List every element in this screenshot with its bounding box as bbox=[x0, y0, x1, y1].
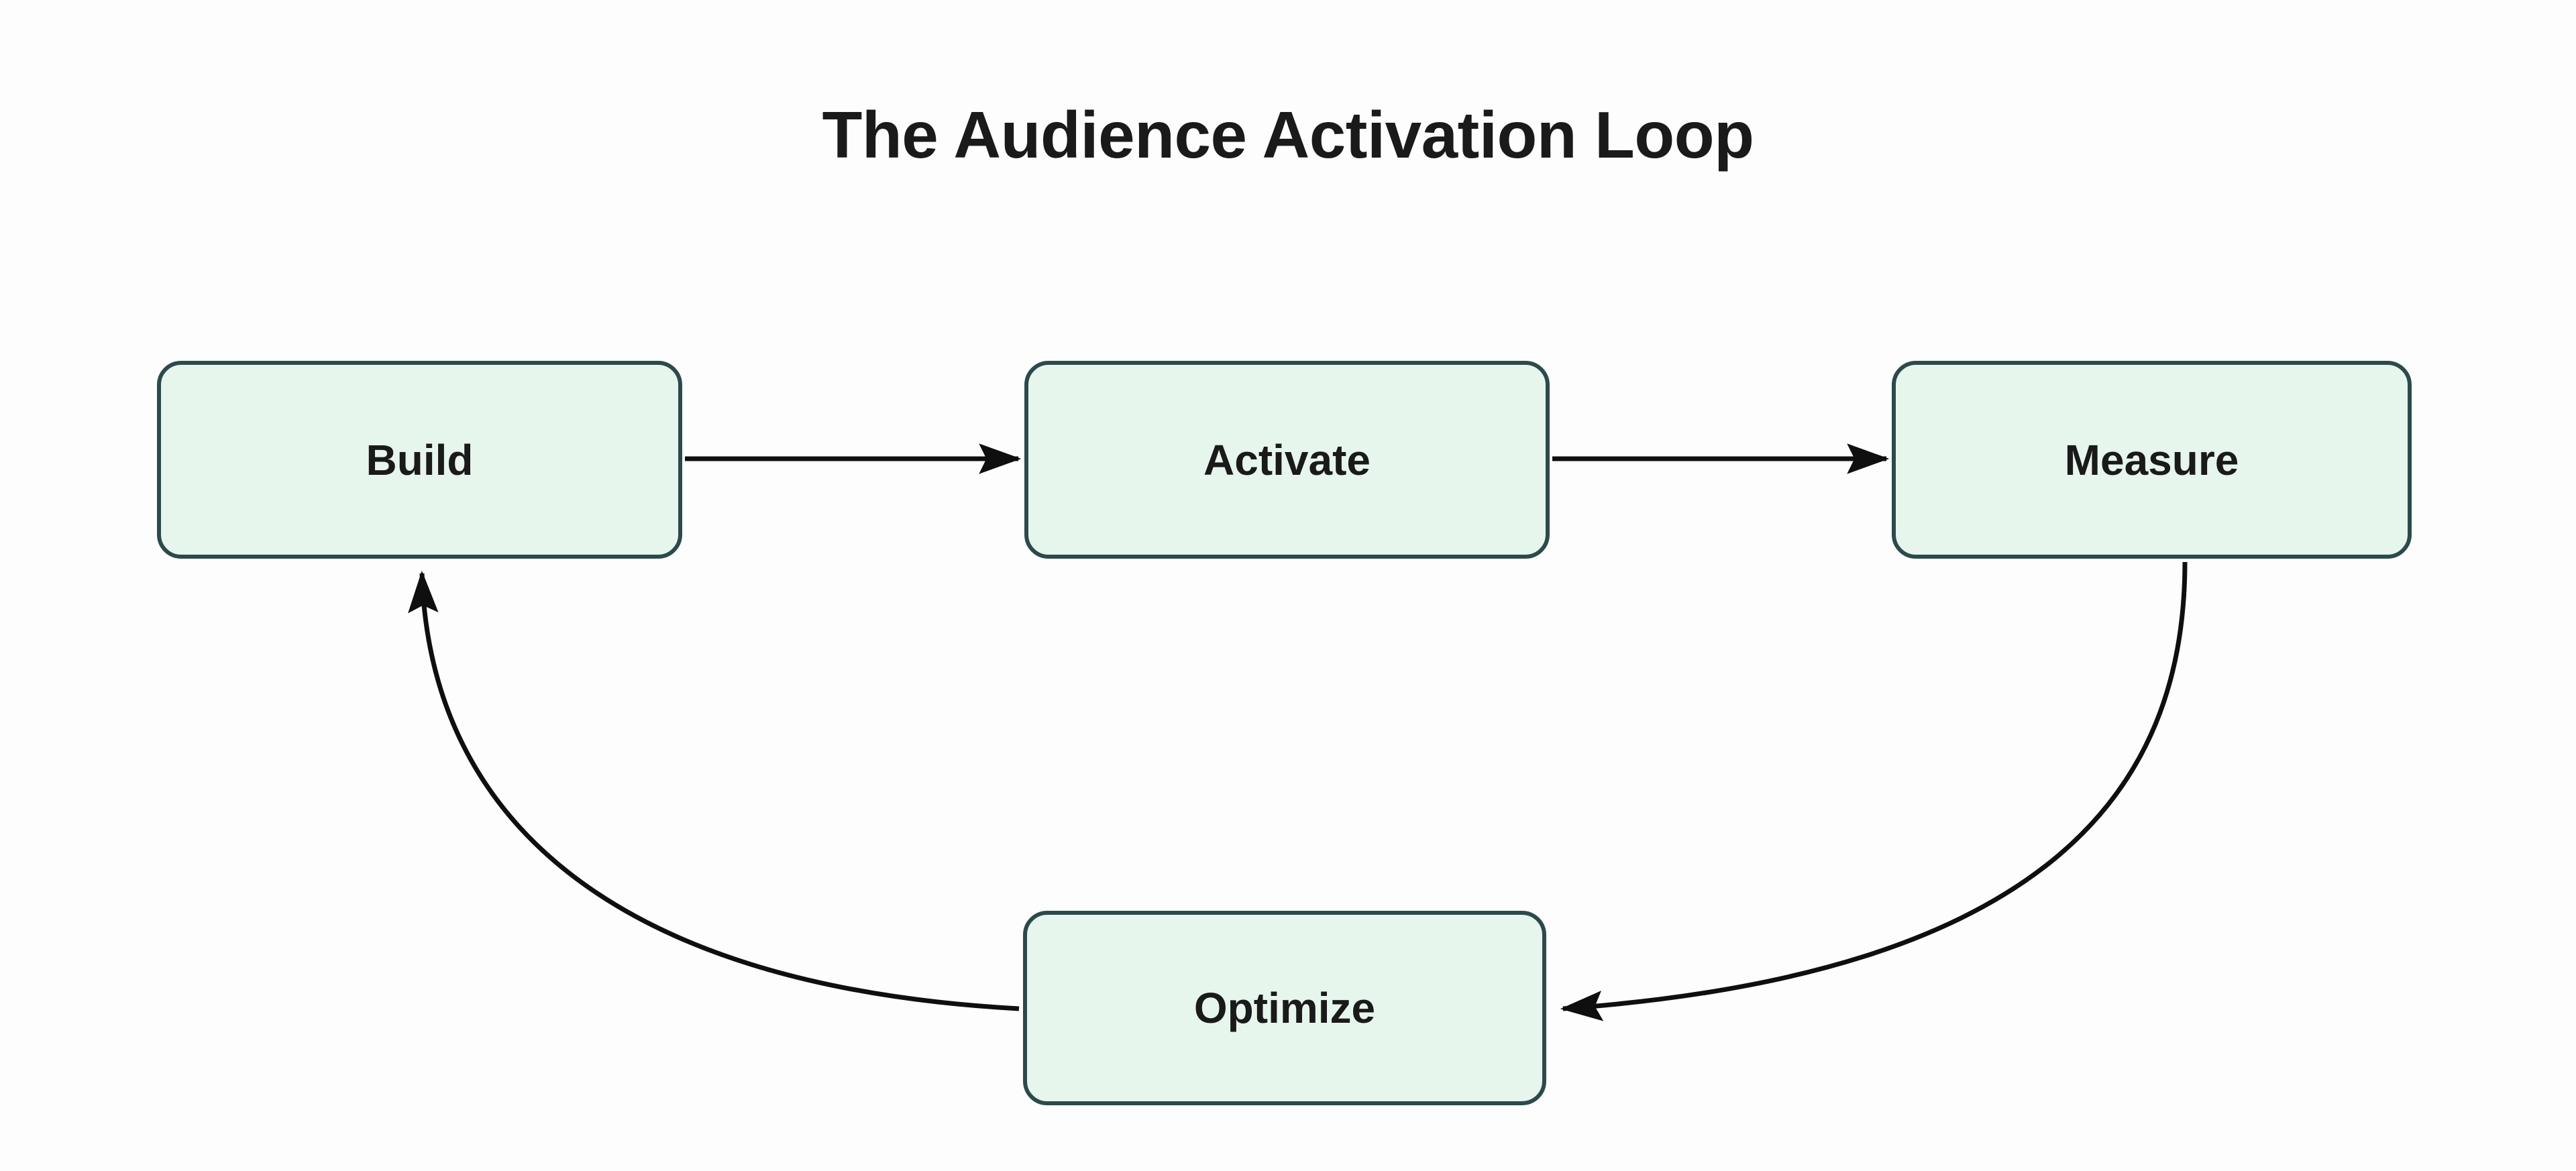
node-activate-label: Activate bbox=[1203, 435, 1371, 484]
node-build[interactable]: Build bbox=[157, 361, 682, 559]
node-build-label: Build bbox=[366, 435, 474, 484]
node-activate[interactable]: Activate bbox=[1024, 361, 1550, 559]
page-title: The Audience Activation Loop bbox=[822, 98, 1754, 172]
node-measure-label: Measure bbox=[2064, 435, 2239, 484]
edge-measure-to-optimize bbox=[1560, 561, 2188, 1021]
node-optimize[interactable]: Optimize bbox=[1023, 911, 1546, 1105]
edge-optimize-to-build bbox=[408, 570, 1020, 1011]
node-measure[interactable]: Measure bbox=[1892, 361, 2412, 559]
node-optimize-label: Optimize bbox=[1193, 984, 1376, 1032]
